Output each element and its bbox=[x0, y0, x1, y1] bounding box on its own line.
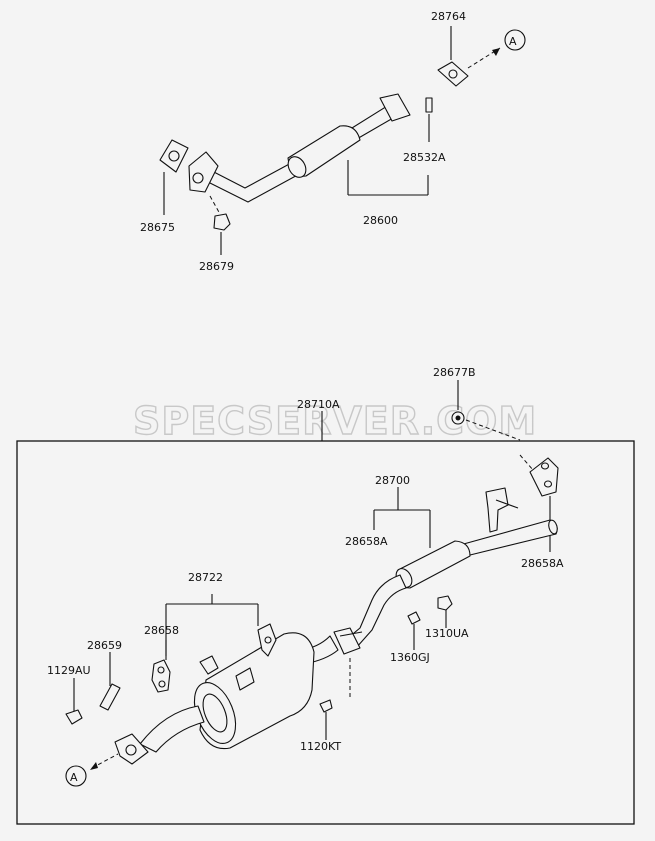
ref-a-bottom-label: A bbox=[70, 771, 78, 784]
assembly-frame-28710A bbox=[16, 440, 635, 825]
nut-28679 bbox=[209, 195, 231, 231]
nut-28677B bbox=[451, 380, 521, 441]
bolt-1129AU bbox=[65, 678, 83, 725]
center-pipe-28700 bbox=[333, 487, 558, 655]
nut-1310UA bbox=[437, 595, 453, 628]
stud-28532A bbox=[425, 97, 433, 142]
nut-1360GJ bbox=[407, 611, 421, 650]
label-28710A: 28710A bbox=[297, 398, 340, 411]
ref-circle-a-top: A bbox=[504, 29, 526, 51]
front-pipe-assembly bbox=[188, 93, 411, 203]
gasket-28764 bbox=[437, 26, 501, 87]
label-28658: 28658 bbox=[144, 624, 179, 637]
main-muffler-28722 bbox=[114, 623, 339, 765]
label-28675: 28675 bbox=[140, 221, 175, 234]
label-1360GJ: 1360GJ bbox=[390, 651, 430, 664]
label-1129AU: 1129AU bbox=[47, 664, 91, 677]
label-28679: 28679 bbox=[199, 260, 234, 273]
hanger-28658A-right bbox=[519, 454, 559, 552]
label-28532A: 28532A bbox=[403, 151, 446, 164]
label-28658A-left: 28658A bbox=[345, 535, 388, 548]
hanger-28658 bbox=[151, 640, 171, 693]
label-28764: 28764 bbox=[431, 10, 466, 23]
label-28722: 28722 bbox=[188, 571, 223, 584]
label-1310UA: 1310UA bbox=[425, 627, 469, 640]
label-28677B: 28677B bbox=[433, 366, 476, 379]
bracket-28600 bbox=[347, 160, 429, 196]
label-1120KT: 1120KT bbox=[300, 740, 341, 753]
ref-a-top-label: A bbox=[509, 35, 517, 48]
label-28658A-right: 28658A bbox=[521, 557, 564, 570]
ref-circle-a-bottom: A bbox=[65, 753, 119, 787]
rubber-28659 bbox=[99, 652, 121, 711]
gasket-28675 bbox=[159, 139, 189, 173]
label-28700: 28700 bbox=[375, 474, 410, 487]
label-28659: 28659 bbox=[87, 639, 122, 652]
bolt-1120KT bbox=[319, 658, 351, 740]
label-28600: 28600 bbox=[363, 214, 398, 227]
